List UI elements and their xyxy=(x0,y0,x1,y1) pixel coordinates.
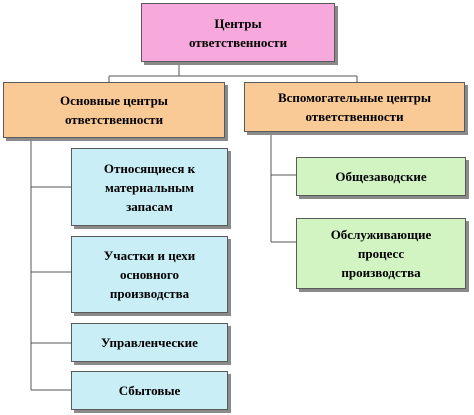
node-production-service-label: Обслуживающие процесс производства xyxy=(330,227,432,280)
node-material-stocks-label: Относящиеся к материальным запасам xyxy=(103,160,196,214)
root-node: Центры ответственности xyxy=(141,3,335,62)
branch-main-centers: Основные центры ответственности xyxy=(3,82,225,138)
node-management-label: Управленческие xyxy=(101,335,198,350)
node-sales-label: Сбытовые xyxy=(118,383,181,398)
node-plant-wide: Общезаводские xyxy=(296,157,466,196)
node-production-workshops-label: Участки и цехи основного производства xyxy=(103,248,196,301)
node-plant-wide-label: Общезаводские xyxy=(335,169,427,184)
branch-auxiliary-centers-label: Вспомогательные центры ответственности xyxy=(277,90,432,124)
node-management: Управленческие xyxy=(71,323,228,362)
node-production-workshops: Участки и цехи основного производства xyxy=(71,236,228,313)
node-material-stocks: Относящиеся к материальным запасам xyxy=(71,148,228,226)
root-node-label: Центры ответственности xyxy=(188,15,288,50)
node-production-service: Обслуживающие процесс производства xyxy=(296,218,466,289)
node-sales: Сбытовые xyxy=(71,371,228,410)
branch-auxiliary-centers: Вспомогательные центры ответственности xyxy=(244,82,465,132)
branch-main-centers-label: Основные центры ответственности xyxy=(60,93,168,127)
